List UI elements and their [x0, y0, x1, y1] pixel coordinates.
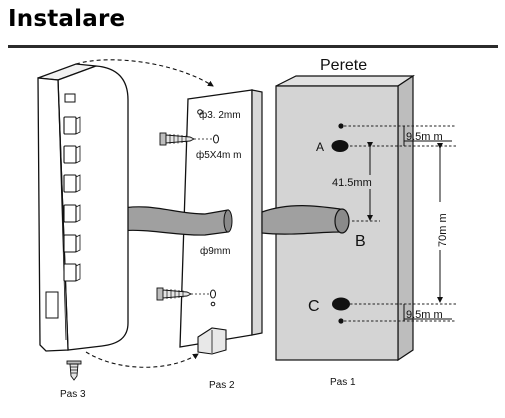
keypad-device	[37, 63, 129, 352]
wall-top-face	[275, 75, 415, 87]
plate-hole-bottom	[210, 289, 216, 299]
step2-label: Pas 2	[209, 380, 235, 391]
hole-c-label: C	[308, 298, 320, 315]
screw-keypad	[66, 360, 82, 381]
wall-hole-a	[331, 140, 349, 152]
page-title: Instalare	[8, 6, 126, 32]
wall-hole-top-dot	[338, 123, 344, 129]
keypad-front	[37, 77, 69, 352]
hole-diameter-label: ф9mm	[200, 245, 230, 257]
dimension-extension-lines	[344, 125, 456, 322]
hole-b-label: B	[355, 233, 366, 250]
dimension-top-label: 9.5m m	[406, 131, 443, 143]
title-divider	[8, 45, 498, 48]
dimension-vertical-label: 70m m	[437, 213, 449, 247]
keypad-keys	[63, 116, 77, 282]
screw-spec-label: ф5X4m m	[196, 149, 241, 161]
keypad-card-area	[45, 291, 59, 319]
motion-arrow-bottom	[85, 351, 199, 368]
step3-label: Pas 3	[60, 389, 86, 400]
plate-edge	[251, 89, 263, 336]
wall-hole-c	[332, 297, 350, 311]
wall-label: Perete	[320, 57, 367, 74]
plate-hole-top	[213, 134, 219, 144]
keypad-indicator	[64, 93, 76, 103]
hole-a-label: A	[316, 140, 324, 154]
screw-top	[159, 132, 196, 146]
wall-hole-bottom-dot	[338, 318, 344, 324]
screw-bottom	[156, 287, 193, 301]
dimension-ab-label: 41.5mm	[332, 177, 372, 189]
dimension-bottom-label: 9.5m m	[406, 309, 443, 321]
step1-label: Pas 1	[330, 377, 356, 388]
screw-size-label: ф3. 2mm	[199, 109, 241, 121]
cable	[117, 205, 350, 236]
